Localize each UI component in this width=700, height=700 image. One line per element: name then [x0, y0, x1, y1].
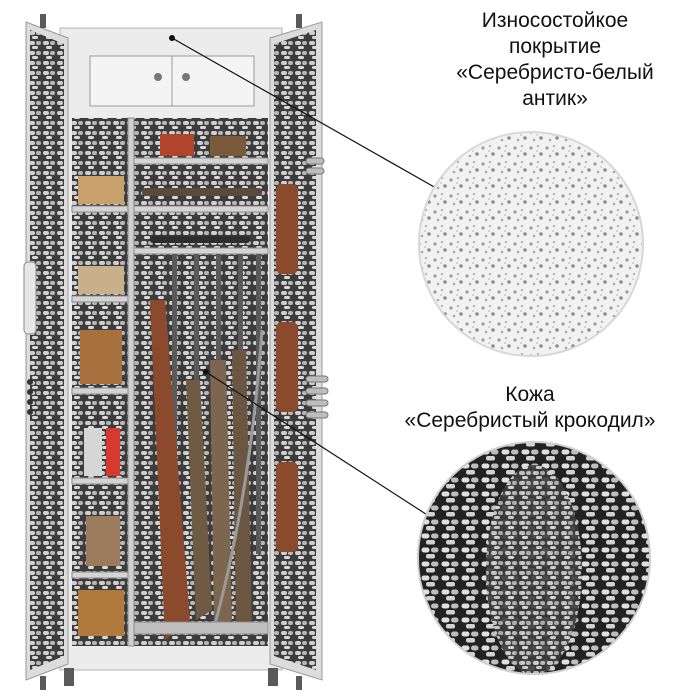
- leather-swatch: [417, 441, 651, 675]
- pointer-line-coating: [171, 37, 437, 189]
- door-handle[interactable]: [23, 261, 37, 335]
- coating-label-line-2: покрытие: [508, 35, 602, 58]
- leather-label: Кожа «Серебристый крокодил»: [365, 382, 695, 434]
- safe-body: [59, 27, 283, 686]
- coating-label-line-1: Износостойкое: [481, 9, 629, 32]
- leather-label-line-1: Кожа: [505, 383, 555, 406]
- left-door: [23, 14, 69, 690]
- leather-label-line-2: «Серебристый крокодил»: [404, 409, 656, 432]
- pointer-line-leather: [205, 371, 433, 519]
- lock-left-icon: [154, 73, 162, 81]
- coating-swatch: [418, 131, 644, 357]
- coating-label: Износостойкое покрытие «Серебристо-белый…: [430, 8, 680, 112]
- right-door: [269, 14, 329, 690]
- coating-label-line-4: антик»: [522, 87, 588, 110]
- coating-label-line-3: «Серебристо-белый: [456, 61, 654, 84]
- lock-right-icon: [182, 73, 190, 81]
